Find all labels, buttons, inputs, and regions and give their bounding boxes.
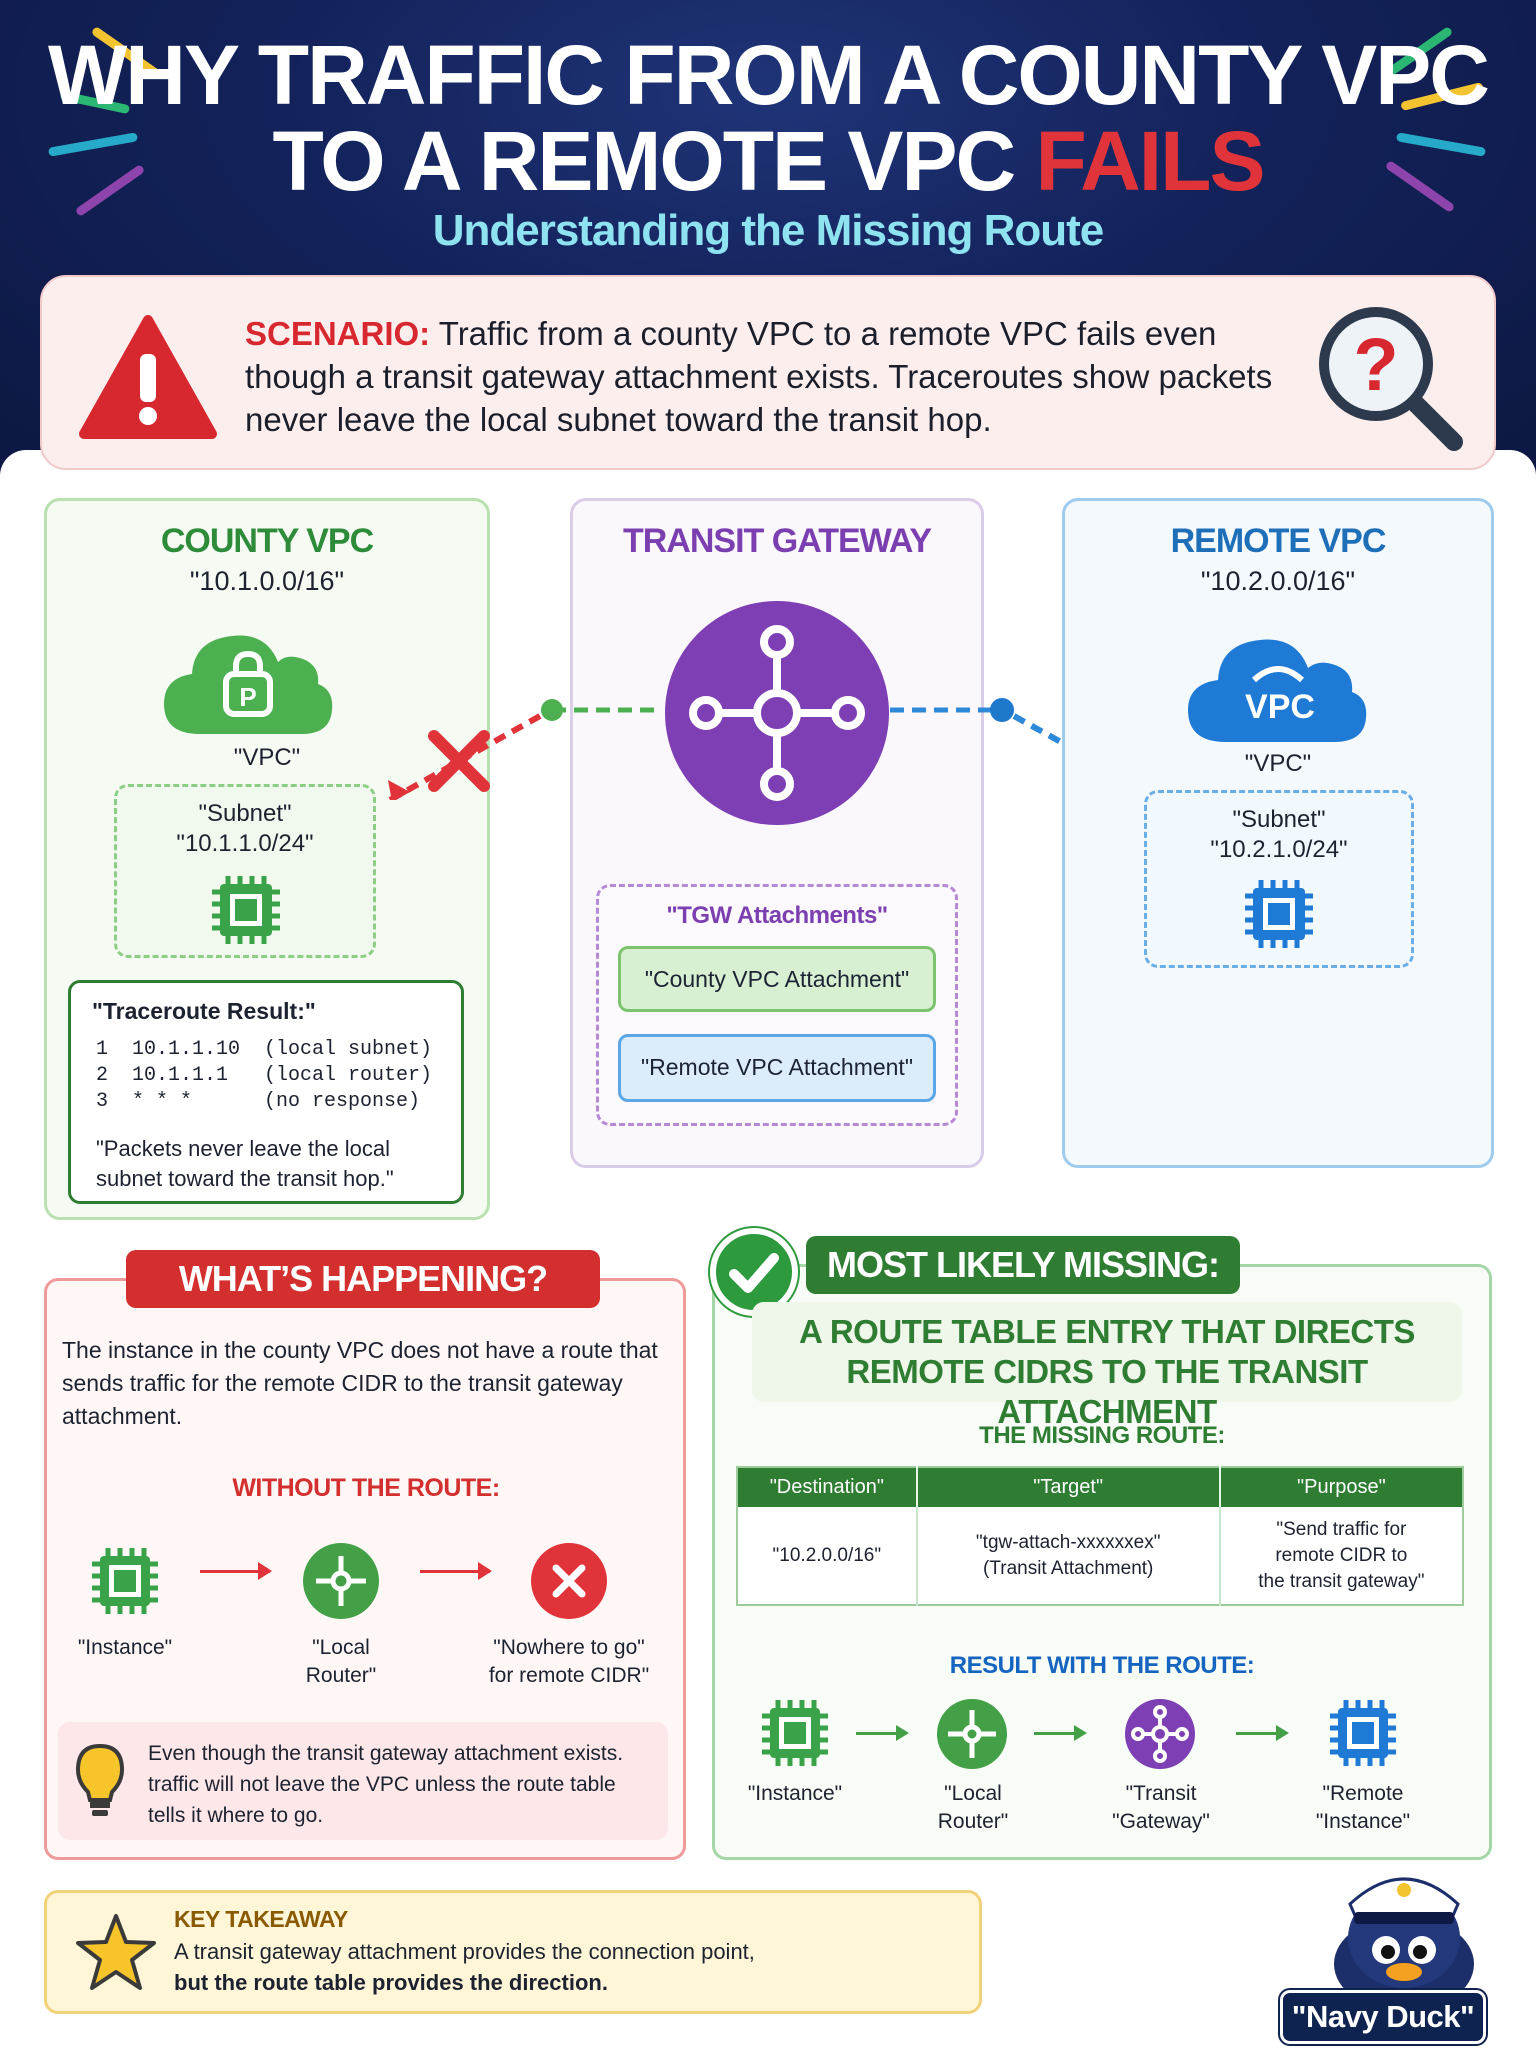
remote-subnet-cidr: "10.2.1.0/24": [1210, 836, 1348, 863]
table-cell-destination: "10.2.0.0/16": [737, 1507, 918, 1605]
transit-gateway-title: TRANSIT GATEWAY: [622, 522, 932, 560]
tip-box: [58, 1722, 668, 1840]
county-vpc-label: "VPC": [233, 744, 301, 771]
page-title-line1: WHY TRAFFIC FROM A COUNTY VPC: [48, 28, 1490, 122]
table-header-target: "Target": [916, 1467, 1221, 1507]
router-icon-result: [937, 1699, 1007, 1769]
result-with-route-label: RESULT WITH THE ROUTE:: [949, 1652, 1255, 1679]
result-arrow-line-2: [1034, 1732, 1080, 1735]
without-route-label: WITHOUT THE ROUTE:: [232, 1474, 500, 1502]
key-takeaway-box: [44, 1890, 982, 2014]
scenario-banner: [40, 275, 1496, 470]
result-arrow-head-3: [1276, 1725, 1289, 1741]
whats-happening-text: The instance in the county VPC does not …: [62, 1337, 658, 1429]
remote-vpc-cidr: "10.2.0.0/16": [1200, 566, 1356, 596]
result-label-remote-instance: "Remote "Instance": [1315, 1782, 1411, 1833]
traceroute-note: "Packets never leave the local subnet to…: [96, 1136, 394, 1191]
chip-icon-remote-instance: [1245, 880, 1313, 948]
result-arrow-line-3: [1236, 1732, 1282, 1735]
connector-arrows: [388, 698, 1130, 800]
flow-arrow-line-1: [200, 1570, 270, 1573]
county-vpc-title: COUNTY VPC: [160, 522, 374, 560]
key-takeaway-line1: A transit gateway attachment provides th…: [174, 1939, 755, 1964]
most-likely-missing-title: MOST LIKELY MISSING:: [806, 1236, 1240, 1294]
missing-headline-line2: REMOTE CIDRS TO THE TRANSIT ATTACHMENT: [846, 1353, 1368, 1430]
lightbulb-icon: [75, 1743, 125, 1816]
key-takeaway-text: A transit gateway attachment provides th…: [174, 1936, 954, 1998]
flow-label-instance: "Instance": [77, 1636, 173, 1659]
traceroute-result-box: [68, 980, 464, 1204]
warning-icon: [79, 315, 217, 439]
cloud-vpc-icon-green: P: [164, 635, 333, 734]
flow-arrow-line-2: [420, 1570, 490, 1573]
chip-icon-remote-result: [1330, 1700, 1396, 1766]
svg-text:?: ?: [1353, 323, 1398, 406]
whats-happening-title: WHAT’S HAPPENING?: [126, 1250, 600, 1308]
router-icon: [303, 1543, 379, 1619]
chip-icon-result-instance: [762, 1700, 828, 1766]
scenario-description: Traffic from a county VPC to a remote VP…: [245, 315, 1273, 438]
result-label-transit-gateway: "Transit "Gateway": [1112, 1782, 1210, 1833]
remote-subnet-label: "Subnet": [1232, 806, 1326, 833]
tgw-attachments-label: "TGW Attachments": [666, 902, 888, 929]
tip-text: Even though the transit gateway attachme…: [148, 1742, 624, 1827]
transit-gateway-icon-result: [1125, 1699, 1195, 1769]
county-vpc-cidr: "10.1.0.0/16": [189, 566, 345, 596]
missing-route-table: "Destination" "Target" "Purpose" "10.2.0…: [736, 1466, 1464, 1606]
county-vpc-attachment: "County VPC Attachment": [618, 946, 936, 1012]
cloud-vpc-icon-blue: VPC: [1188, 639, 1367, 742]
table-header-row: "Destination" "Target" "Purpose": [737, 1467, 1463, 1507]
remote-vpc-title: REMOTE VPC: [1170, 522, 1387, 560]
key-takeaway-line2: but the route table provides the directi…: [174, 1970, 608, 1995]
chip-icon-instance: [92, 1548, 158, 1614]
svg-text:P: P: [239, 682, 256, 712]
traceroute-line-2: 2 10.1.1.1 (local router): [96, 1064, 433, 1087]
page-subtitle: Understanding the Missing Route: [432, 206, 1105, 255]
chip-icon-county-instance: [212, 876, 280, 944]
table-cell-purpose: "Send traffic for remote CIDR to the tra…: [1219, 1507, 1463, 1605]
traceroute-title: "Traceroute Result:": [92, 998, 316, 1024]
scenario-text: SCENARIO: Traffic from a county VPC to a…: [245, 312, 1285, 441]
scenario-label: SCENARIO:: [245, 315, 431, 352]
missing-route-label: THE MISSING ROUTE:: [979, 1422, 1225, 1449]
magnifier-question-icon: ?: [1319, 307, 1463, 451]
transit-hub-icon: [665, 601, 889, 825]
table-cell-target: "tgw-attach-xxxxxxex" (Transit Attachmen…: [916, 1507, 1221, 1605]
result-arrow-head-2: [1074, 1725, 1087, 1741]
mascot-name-badge: "Navy Duck": [1280, 1990, 1486, 2044]
navy-duck-mascot-icon: [1334, 1877, 1474, 2000]
missing-headline: A ROUTE TABLE ENTRY THAT DIRECTS REMOTE …: [752, 1302, 1462, 1430]
remote-vpc-label: "VPC": [1244, 750, 1312, 777]
result-label-instance: "Instance": [747, 1782, 843, 1805]
result-arrow-head-1: [896, 1725, 909, 1741]
table-header-purpose: "Purpose": [1219, 1467, 1463, 1507]
remote-vpc-attachment: "Remote VPC Attachment": [618, 1034, 936, 1102]
traceroute-line-3: 3 * * * (no response): [96, 1090, 421, 1113]
result-arrow-line-1: [856, 1732, 902, 1735]
traceroute-line-1: 1 10.1.1.10 (local subnet): [96, 1038, 433, 1061]
title-highlight-fails: FAILS: [1035, 114, 1265, 208]
result-label-local-router: "Local Router": [937, 1782, 1009, 1833]
county-subnet-label: "Subnet": [198, 800, 292, 827]
missing-headline-line1: A ROUTE TABLE ENTRY THAT DIRECTS: [799, 1313, 1415, 1350]
error-x-icon: [531, 1543, 607, 1619]
table-row: "10.2.0.0/16" "tgw-attach-xxxxxxex" (Tra…: [737, 1507, 1463, 1605]
flow-arrow-head-1: [258, 1562, 272, 1580]
title-prefix: TO A REMOTE VPC: [272, 114, 1036, 208]
flow-label-local-router: "Local Router": [305, 1636, 377, 1687]
county-subnet-cidr: "10.1.1.0/24": [176, 830, 314, 857]
flow-label-nowhere: "Nowhere to go" for remote CIDR": [488, 1636, 650, 1687]
svg-text:VPC: VPC: [1245, 688, 1315, 726]
star-icon: [76, 1914, 156, 1990]
page-title-line2: TO A REMOTE VPC FAILS: [0, 116, 1536, 206]
table-header-destination: "Destination": [737, 1467, 918, 1507]
flow-arrow-head-2: [478, 1562, 492, 1580]
key-takeaway-title: KEY TAKEAWAY: [174, 1906, 348, 1932]
